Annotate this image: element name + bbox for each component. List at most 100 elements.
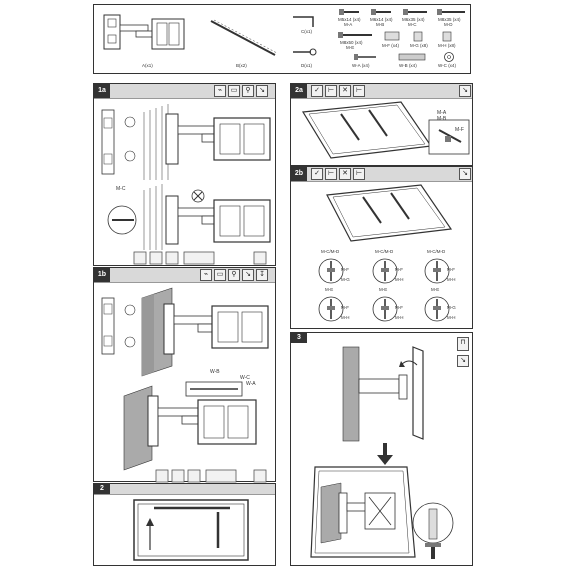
step-2b-r2-c3: M-G: [447, 305, 456, 310]
hw-m-g-size: (x8): [420, 43, 428, 48]
step-2a-label-m-f: M-F: [455, 127, 464, 133]
step-2b-mid-c3: M-E: [431, 287, 440, 292]
screw-option-icon: ⊢: [353, 168, 365, 180]
spacer-m-g-icon: [413, 31, 423, 42]
step-3-panel: 3 ⊓ ↘: [290, 332, 473, 566]
bracket-lock-icon: ⊓: [457, 337, 469, 351]
step-2b-r2-c2: M-F: [395, 305, 403, 310]
hw-m-b-size: M6x14 (x4): [370, 17, 393, 22]
hw-m-f-label: M-F (x4): [382, 43, 399, 48]
hw-m-c-code: M-C: [408, 22, 417, 27]
hw-m-h-code: M-H: [438, 43, 447, 48]
hw-m-f-code: M-F: [382, 43, 390, 48]
wrench-icon: ⚲: [228, 269, 240, 281]
part-c-allen-key-illustration: [293, 16, 314, 27]
screw-option-icon: ⊢: [325, 85, 337, 97]
step-2-header: [94, 484, 275, 495]
step-1b-tag: 1b: [94, 268, 110, 282]
drill-icon: ⌁: [200, 269, 212, 281]
spacer-m-h-icon: [442, 31, 452, 42]
step-1b-panel: 1b ⌁ ▭ ⚲ ↘ ↧ W-B W-C W-A: [93, 267, 276, 483]
step-2a-panel: 2a ✓ ⊢ ✕ ⊢ ↘ M-A M-B M-F: [290, 83, 473, 166]
step-2b-r2b-c2: M-H: [395, 315, 404, 320]
hw-w-c-code: W-C: [438, 63, 447, 68]
hw-w-a-label: W-A (x4): [352, 63, 369, 68]
step-1b-label-w-b: W-B: [210, 369, 220, 375]
step-3-tag: 3: [291, 333, 307, 343]
hw-w-c-label: W-C (x4): [438, 63, 456, 68]
step-2b-panel: 2b ✓ ⊢ ✕ ⊢ ↘ M-C/M-D M-C/M-D M-C/M-D M-F…: [290, 166, 473, 329]
part-a-qty: A(x1): [142, 63, 153, 68]
hw-m-a-code: M-A: [344, 22, 353, 27]
screw-m-c-icon: [403, 9, 427, 15]
screw-check-icon: ✓: [311, 168, 323, 180]
drill-bit-icon: ↧: [256, 269, 268, 281]
hw-m-h-label: M-H (x8): [438, 43, 456, 48]
step-2b-tv-illustration: [326, 184, 453, 242]
no-cross-icon: ✕: [339, 85, 351, 97]
step-2b-r1b-c1: M-G: [341, 277, 350, 282]
drill-icon: ⌁: [214, 85, 226, 97]
screw-w-a-icon: [354, 54, 376, 60]
screwdriver-icon: ↘: [256, 85, 268, 97]
level-icon: ▭: [228, 85, 240, 97]
screwdriver-icon: ↘: [459, 85, 471, 97]
hw-m-d-code: M-D: [444, 22, 453, 27]
step-2b-r1b-c3: M-H: [447, 277, 456, 282]
part-d-tool-illustration: [293, 48, 317, 56]
part-c-qty: C(x1): [301, 29, 312, 34]
step-2b-mid-c1: M-E: [325, 287, 334, 292]
screwdriver-icon: ↘: [457, 355, 469, 367]
step-2b-col1-top: M-C/M-D: [321, 249, 340, 254]
hw-m-e-code: M-E: [346, 45, 355, 50]
step-2b-r1-c1: M-F: [341, 267, 349, 272]
step-1b-label-w-a: W-A: [246, 381, 256, 387]
step-2-tag: 2: [94, 484, 110, 494]
screw-m-b-icon: [371, 9, 391, 15]
step-2b-col2-top: M-C/M-D: [375, 249, 394, 254]
step-2b-r2b-c3: M-H: [447, 315, 456, 320]
hw-w-a-code: W-A: [352, 63, 361, 68]
step-2b-r1-c2: M-F: [395, 267, 403, 272]
no-cross-icon: ✕: [339, 168, 351, 180]
step-3-illustration: [310, 346, 454, 559]
screw-m-e-icon: [338, 32, 372, 38]
part-b-qty: B(x2): [236, 63, 247, 68]
step-1a-label-m-c: M-C: [116, 186, 126, 192]
step-2b-mid-c2: M-E: [379, 287, 388, 292]
spacer-m-f-icon: [384, 31, 400, 41]
hw-m-e-size: M8x50 (x4): [340, 40, 363, 45]
step-2b-r1-c3: M-F: [447, 267, 455, 272]
screw-m-d-icon: [437, 9, 465, 15]
screw-option-icon: ⊢: [325, 168, 337, 180]
hw-w-b-size: (x4): [408, 63, 417, 68]
screw-check-icon: ✓: [311, 85, 323, 97]
step-1b-label-w-c: W-C: [240, 375, 250, 381]
hw-m-a-size: M5x14 (x4): [338, 17, 361, 22]
hw-m-d-size: M8x35 (x4): [438, 17, 461, 22]
step-2b-col3-top: M-C/M-D: [427, 249, 446, 254]
step-1a-illustration: [101, 104, 271, 265]
part-a-bracket-illustration: [103, 14, 185, 50]
step-2a-label-m-a: M-A: [437, 110, 447, 116]
step-2b-r2-c1: M-F: [341, 305, 349, 310]
step-2a-label-m-b: M-B: [437, 116, 447, 122]
hw-w-b-code: W-B: [399, 63, 408, 68]
screw-option-icon: ⊢: [353, 85, 365, 97]
hw-m-g-label: M-G (x8): [410, 43, 428, 48]
hw-m-h-size: (x8): [447, 43, 456, 48]
part-d-qty: D(x1): [301, 63, 312, 68]
step-2b-detail-circles: [318, 258, 450, 322]
step-2b-tag: 2b: [291, 167, 307, 181]
step-2a-illustration: [301, 101, 470, 159]
hw-w-a-size: (x4): [361, 63, 370, 68]
step-2b-r2b-c1: M-H: [341, 315, 350, 320]
hw-m-g-code: M-G: [410, 43, 419, 48]
step-2-panel: 2: [93, 483, 276, 566]
hw-m-f-size: (x4): [391, 43, 400, 48]
wrench-icon: ⚲: [242, 85, 254, 97]
step-1b-illustration: [101, 287, 269, 483]
step-2-illustration: [133, 499, 249, 561]
screw-m-a-icon: [339, 9, 359, 15]
anchor-w-b-icon: [398, 53, 426, 61]
